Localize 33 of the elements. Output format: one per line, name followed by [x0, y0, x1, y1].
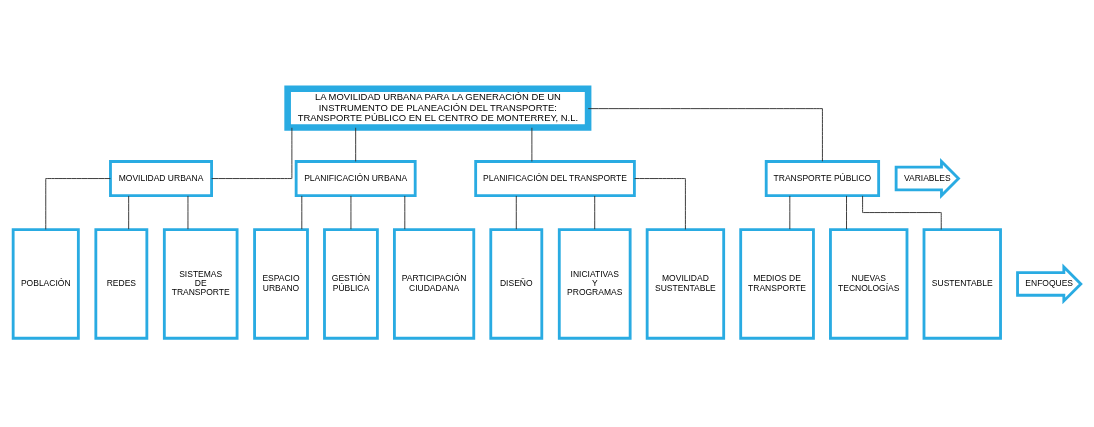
node-box: INICIATIVAS Y PROGRAMAS	[557, 228, 632, 340]
connector	[128, 195, 130, 230]
node-box: POBLACIÓN	[11, 228, 80, 340]
connector	[789, 195, 791, 230]
connector	[634, 178, 686, 230]
node-box: GESTIÓN PÚBLICA	[323, 228, 379, 340]
node-box: ESPACIO URBANO	[253, 228, 309, 340]
connector	[301, 195, 303, 230]
node-box: PARTICIPACIÓN CIUDADANA	[393, 228, 476, 340]
connector	[846, 195, 847, 230]
connector	[187, 195, 189, 230]
node-box: PLANIFICACIÓN DEL TRANSPORTE	[474, 160, 636, 197]
node-box: NUEVAS TECNOLOGÍAS	[829, 228, 909, 340]
node-box: MOVILIDAD SUSTENTABLE	[645, 228, 726, 340]
connector	[350, 195, 352, 230]
node-box: SISTEMAS DE TRANSPORTE	[162, 228, 239, 340]
connector	[404, 195, 406, 230]
node-box: TRANSPORTE PÚBLICO	[764, 160, 881, 197]
connector	[862, 195, 942, 230]
connector	[211, 127, 293, 179]
node-box: DISEÑO	[489, 228, 544, 340]
node-box: REDES	[94, 228, 149, 340]
node-box: PLANIFICACIÓN URBANA	[294, 160, 417, 197]
connector	[531, 127, 533, 162]
node-box: LA MOVILIDAD URBANA PARA LA GENERACIÓN DE UN INSTRUMENTO DE PLANEACIÓN DEL TRANSPORTE: TRANSPORTE PÚBLICO EN EL CENTRO DE MONTERREY, N.L.	[284, 85, 592, 131]
connector	[515, 195, 517, 230]
connector	[355, 127, 357, 162]
node-box: MEDIOS DE TRANSPORTE	[739, 228, 815, 340]
connector	[587, 108, 823, 162]
connector	[594, 195, 596, 230]
node-box: SUSTENTABLE	[922, 228, 1002, 340]
node-box: MOVILIDAD URBANA	[109, 160, 213, 197]
connector	[45, 178, 111, 230]
